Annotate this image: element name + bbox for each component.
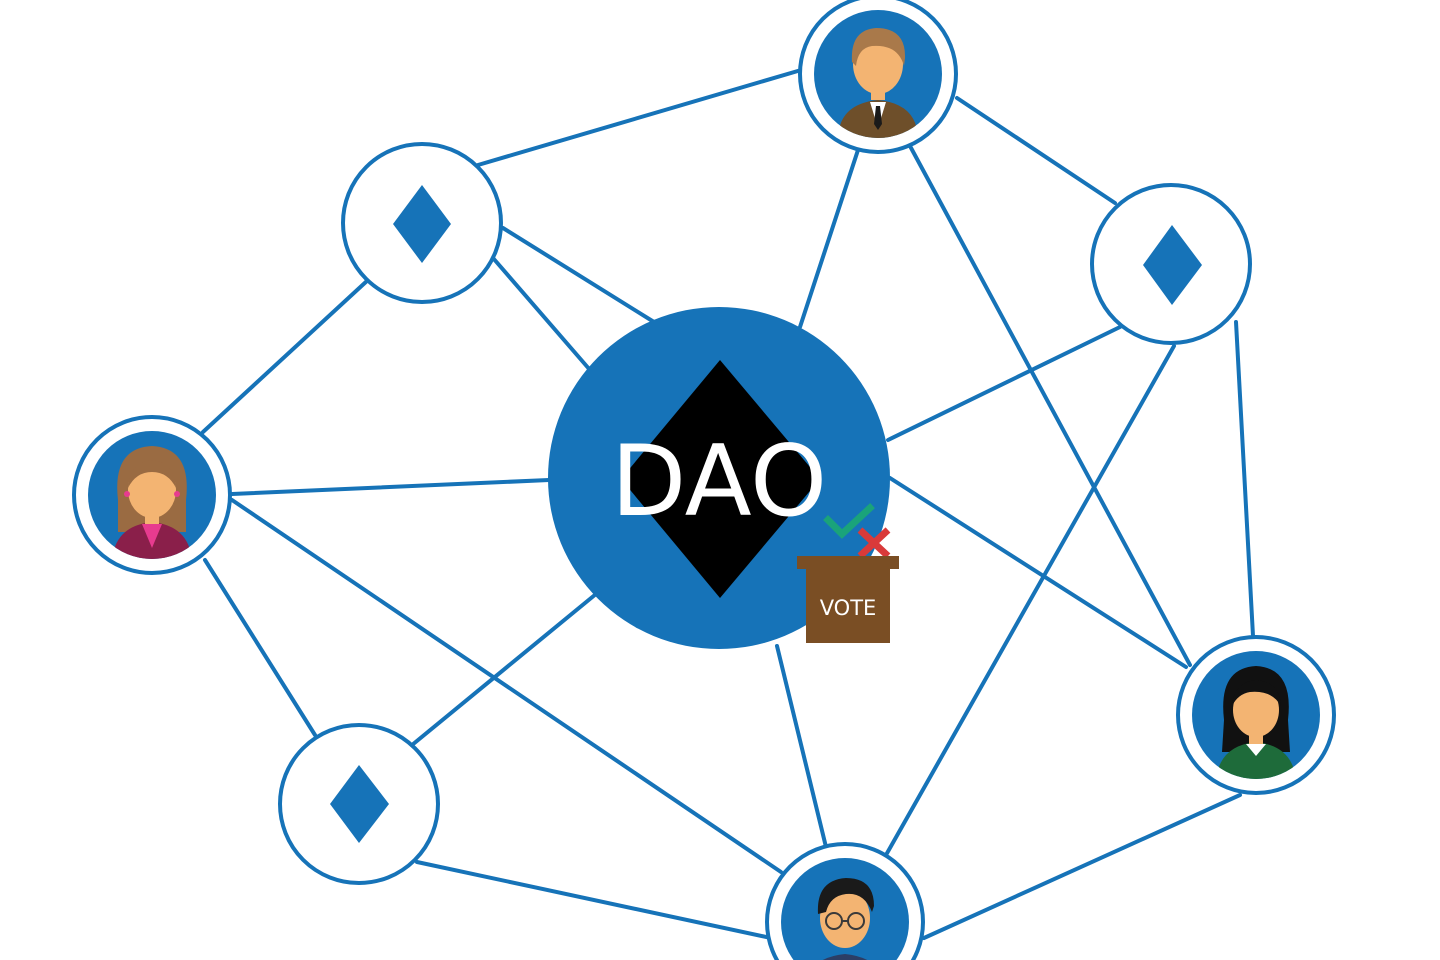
- person-node-left: [72, 415, 232, 575]
- link-token-ll-center: [410, 592, 598, 747]
- woman-black-hair-icon: [1216, 666, 1296, 779]
- link-person-left-person-bottom: [230, 498, 783, 874]
- woman-brown-hair-icon: [112, 446, 192, 559]
- diamond-icon: [393, 185, 451, 263]
- link-person-top-center: [798, 148, 860, 329]
- vote-label: VOTE: [820, 596, 877, 620]
- man-with-tie-icon: [838, 28, 918, 138]
- link-token-ul-center: [491, 256, 592, 372]
- token-node-upper-left: [341, 142, 503, 304]
- link-person-left-token-ll: [203, 558, 317, 737]
- link-token-ur-center: [886, 325, 1122, 442]
- link-person-left-center: [230, 478, 551, 496]
- link-center-person-bottom: [775, 644, 828, 849]
- checkmark-icon: [823, 503, 875, 539]
- link-token-ur-person-bottom: [884, 344, 1176, 857]
- cross-icon: [857, 527, 891, 559]
- link-token-ul-person-left: [201, 278, 370, 434]
- link-token-ur-person-right: [1234, 320, 1255, 638]
- link-person-right-person-bottom: [922, 793, 1242, 940]
- diamond-icon: [330, 765, 389, 843]
- connection-lines: [201, 66, 1255, 940]
- ballot-box: VOTE: [797, 503, 899, 643]
- diamond-icon: [621, 360, 820, 598]
- person-node-bottom: [765, 842, 925, 960]
- link-token-ul-center-2: [501, 226, 656, 324]
- ballot-box-body: [806, 569, 890, 643]
- dao-label: DAO: [611, 425, 827, 539]
- ballot-box-lid: [797, 556, 899, 569]
- link-center-person-right: [888, 476, 1188, 669]
- person-node-top: [798, 0, 958, 154]
- link-person-top-token-ur: [955, 96, 1117, 205]
- diamond-icon: [1143, 225, 1202, 305]
- link-person-top-person-right: [908, 144, 1192, 667]
- man-with-glasses-icon: [805, 878, 885, 960]
- token-node-upper-right: [1090, 183, 1252, 345]
- person-node-right: [1176, 635, 1336, 795]
- link-token-ll-person-bottom: [415, 860, 773, 940]
- link-token-ul-person-top: [476, 66, 810, 167]
- token-node-lower-left: [278, 723, 440, 885]
